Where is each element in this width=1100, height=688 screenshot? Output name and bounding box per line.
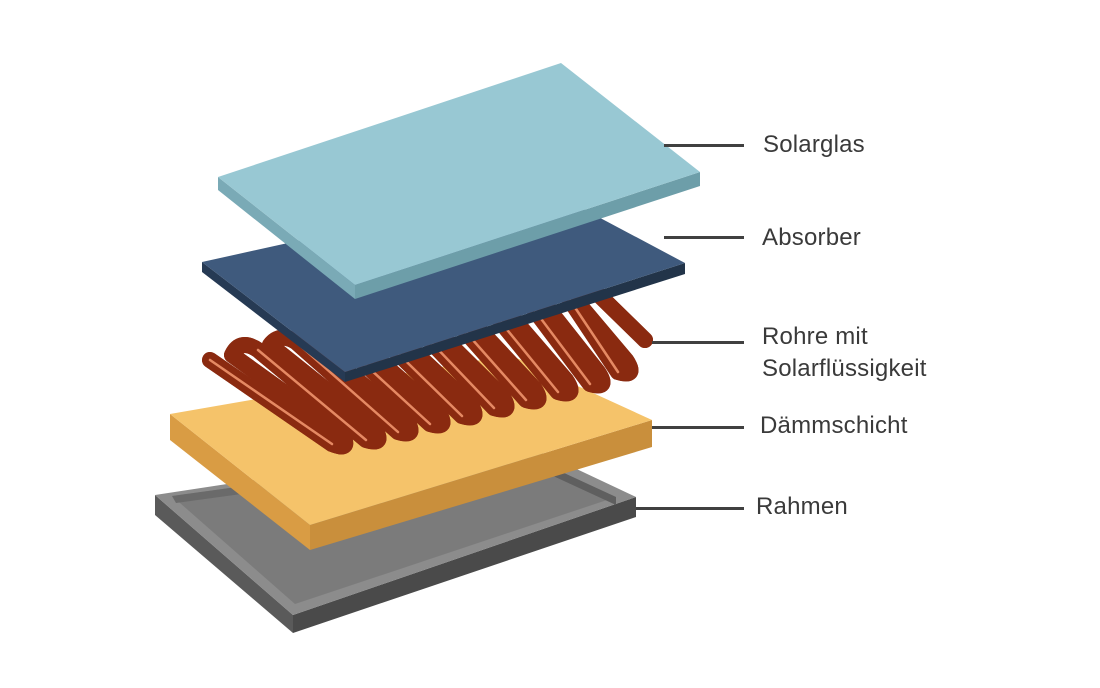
label-rohre-line2: Solarflüssigkeit (762, 355, 927, 382)
label-absorber: Absorber (762, 224, 861, 251)
absorber-layer (202, 187, 685, 382)
label-rahmen: Rahmen (756, 493, 848, 520)
label-rohre-line1: Rohre mit (762, 323, 868, 350)
leader-line-absorber (664, 236, 744, 239)
leader-line-glass (664, 144, 744, 147)
glass-layer (218, 63, 700, 299)
leader-line-frame (636, 507, 744, 510)
leader-line-insulation (652, 426, 744, 429)
pipes-layer (202, 284, 653, 447)
label-daemmschicht: Dämmschicht (760, 412, 908, 439)
leader-line-pipes (652, 341, 744, 344)
label-solarglas: Solarglas (763, 131, 865, 158)
